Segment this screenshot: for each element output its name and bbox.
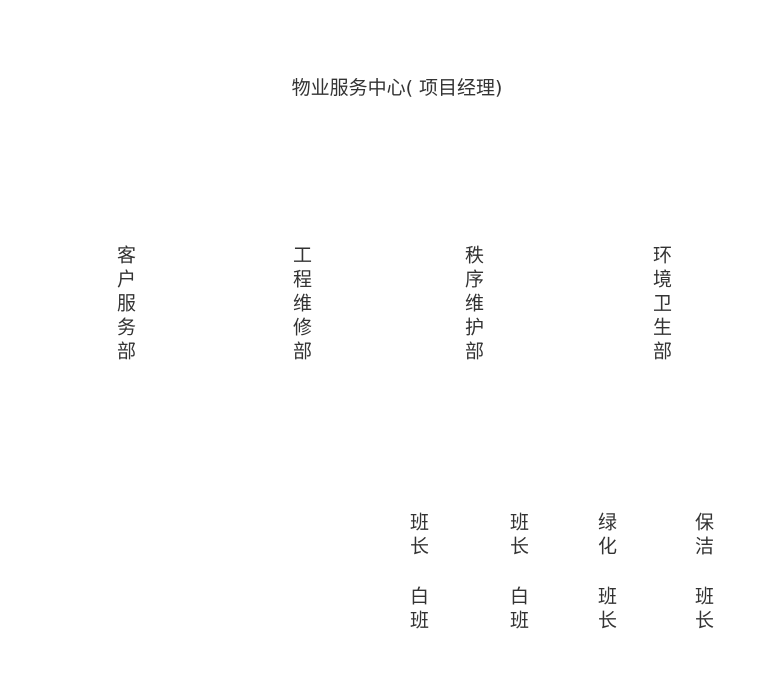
team-2-bottom-label: 白班 <box>507 586 529 634</box>
team-4-top-label: 保洁 <box>692 512 714 560</box>
chart-title: 物业服务中心( 项目经理) <box>291 77 503 99</box>
team-1-bottom-label: 白班 <box>407 586 429 634</box>
department-engineering-maintenance: 工程维修部 <box>290 245 312 365</box>
team-3-bottom-label: 班长 <box>595 586 617 634</box>
team-3-top-label: 绿化 <box>595 512 617 560</box>
team-2-top-label: 班长 <box>507 512 529 560</box>
department-environmental-sanitation: 环境卫生部 <box>650 245 672 365</box>
team-4-bottom-label: 班长 <box>692 586 714 634</box>
department-order-maintenance: 秩序维护部 <box>462 245 484 365</box>
department-customer-service: 客户服务部 <box>114 245 136 365</box>
team-1-top-label: 班长 <box>407 512 429 560</box>
